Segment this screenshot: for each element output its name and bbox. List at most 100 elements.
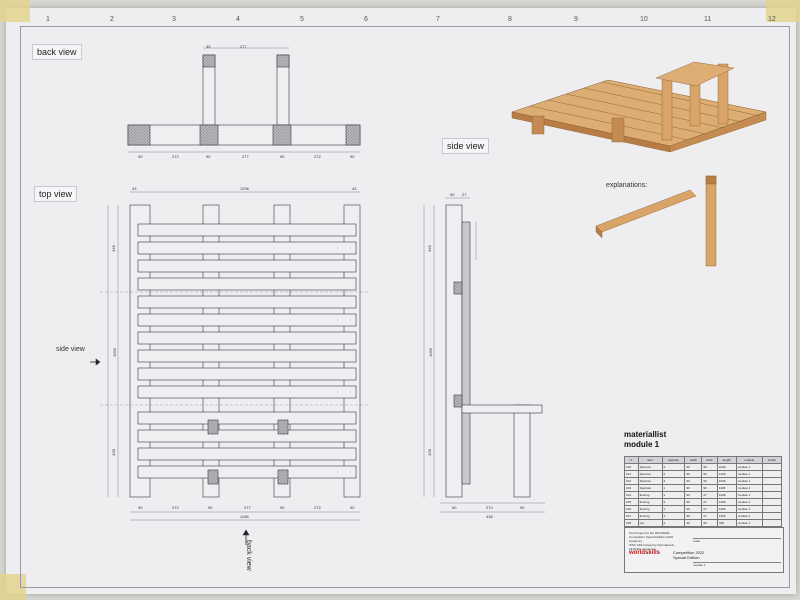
table-cell: 1046	[716, 477, 737, 485]
table-cell	[761, 512, 783, 520]
table-cell: 2	[661, 470, 686, 478]
project-line: Carpentry	[629, 539, 643, 543]
ruler-top-10: 10	[640, 16, 648, 23]
table-cell: 1	[661, 512, 686, 520]
table-cell: 108	[624, 519, 639, 527]
title-block: Test Project for the WorldSkills Competi…	[624, 527, 784, 573]
table-cell: 104	[624, 491, 639, 499]
table-cell: 1296	[716, 505, 737, 513]
table-cell: module 1	[735, 484, 763, 492]
table-cell	[761, 505, 783, 513]
table-cell	[761, 463, 783, 471]
ruler-top-6: 6	[364, 16, 368, 23]
drawing-frame	[20, 26, 790, 588]
top-left-dim-1: 346	[110, 245, 116, 252]
tape-top-right	[766, 0, 800, 22]
table-cell: 90	[684, 519, 703, 527]
tape-top-left	[0, 0, 30, 22]
ruler-top-2: 2	[110, 16, 114, 23]
back-dim-1: 90	[138, 154, 143, 159]
table-cell: 27	[701, 491, 718, 499]
explanation-parts	[595, 175, 717, 267]
table-cell: 107	[624, 512, 639, 520]
col-header: lenght	[716, 456, 737, 464]
table-cell: flooring	[637, 498, 663, 506]
ruler-top-11: 11	[704, 16, 712, 23]
table-cell: Sparrow	[637, 463, 663, 471]
back-dim-2: 272	[172, 154, 179, 159]
col-header: nr.	[624, 456, 639, 464]
top-view-drawing	[90, 191, 370, 545]
top-dim-small-left: 43	[132, 186, 137, 191]
table-cell: module 1	[735, 498, 763, 506]
materiallist: materiallist module 1 nr. item quantity …	[624, 430, 783, 534]
top-bottom-dim-3: 90	[208, 505, 213, 510]
table-cell: module 1	[735, 463, 763, 471]
table-cell	[761, 519, 783, 527]
back-view-label: back view	[32, 44, 82, 60]
table-cell: 90	[684, 477, 703, 485]
project-line: WSC Skill Carpentry International	[629, 543, 674, 547]
back-dim-6: 272	[314, 154, 321, 159]
table-cell: 90	[701, 477, 718, 485]
table-cell: Sparrow	[637, 477, 663, 485]
materiallist-table: nr. item quantity width thick lenght mod…	[624, 456, 783, 534]
back-dim-top-2: 277	[240, 44, 247, 49]
col-header: holder	[761, 456, 783, 464]
table-cell: 90	[701, 470, 718, 478]
isometric-3d-render	[511, 61, 767, 153]
table-cell	[761, 498, 783, 506]
table-cell: 101	[624, 470, 639, 478]
materiallist-title: materiallist	[624, 430, 667, 439]
table-cell: 438	[716, 519, 737, 527]
table-header-row: nr. item quantity width thick lenght mod…	[624, 456, 783, 464]
table-cell: 1046	[716, 463, 737, 471]
explanations-label: explanations:	[606, 182, 648, 189]
table-cell: 1296	[716, 491, 737, 499]
table-cell: 90	[684, 498, 703, 506]
module-label: module 1	[693, 563, 706, 567]
table-cell: 1296	[716, 512, 737, 520]
ruler-top-12: 12	[768, 16, 776, 23]
table-cell: 1	[661, 505, 686, 513]
table-cell: module 1	[735, 505, 763, 513]
side-bottom-dim-total: 438	[486, 514, 493, 519]
table-cell	[761, 470, 783, 478]
worldskills-logo: worldskills	[629, 550, 661, 556]
col-header: item	[637, 456, 663, 464]
table-cell: module 1	[735, 519, 763, 527]
table-cell	[761, 484, 783, 492]
side-bottom-dim-3: 90	[520, 505, 525, 510]
project-description: Test Project for the WorldSkills Competi…	[629, 531, 689, 551]
ruler-top-8: 8	[508, 16, 512, 23]
table-cell: module 1	[735, 491, 763, 499]
table-cell: 90	[701, 484, 718, 492]
table-cell: 27	[701, 498, 718, 506]
scale-label: scale	[693, 539, 701, 543]
table-cell: Sparrow	[637, 470, 663, 478]
top-bottom-dim-1: 90	[138, 505, 143, 510]
table-cell: 106	[624, 505, 639, 513]
table-cell: 90	[684, 463, 703, 471]
back-view-drawing	[127, 47, 361, 153]
top-view-label: top view	[34, 186, 78, 202]
table-cell	[761, 477, 783, 485]
scale-row: scale	[693, 538, 781, 543]
top-bottom-dim-total: 1196	[240, 514, 249, 519]
top-dim-total: 1296	[240, 186, 249, 191]
ruler-top-5: 5	[300, 16, 304, 23]
table-cell: 2	[661, 463, 686, 471]
top-bottom-dim-4: 277	[244, 505, 251, 510]
top-left-dim-3: 428	[110, 449, 116, 456]
col-header: quantity	[661, 456, 686, 464]
side-bottom-dim-2: 270	[486, 505, 493, 510]
table-cell: flooring	[637, 491, 663, 499]
table-cell: rail	[637, 519, 663, 527]
project-line: Test Project for the WorldSkills	[629, 531, 670, 535]
back-dim-4: 277	[242, 154, 249, 159]
table-cell: 90	[701, 519, 718, 527]
